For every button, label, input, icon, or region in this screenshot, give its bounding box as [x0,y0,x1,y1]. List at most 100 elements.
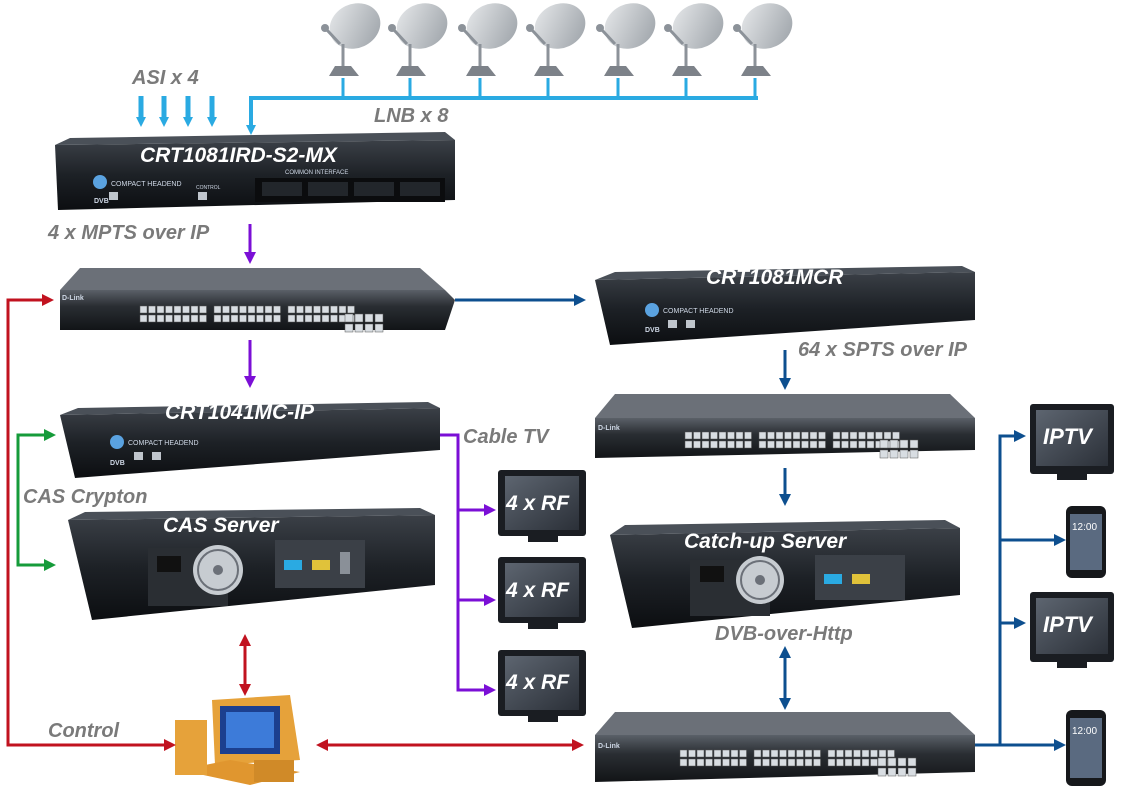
switch-port [870,758,878,767]
switch-port [730,758,739,767]
switch-port [247,305,256,314]
switch-port [889,449,899,459]
switch-port [809,431,818,440]
mc-ip-brand: COMPACT HEADEND [128,440,199,447]
mcr-title: CRT1081MCR [706,266,844,289]
switch-port [364,313,374,323]
switch-port [899,439,909,449]
ird-title: CRT1081IRD-S2-MX [140,144,339,167]
switch-port [801,431,809,440]
lnb-bus [246,78,758,135]
switch-port [853,758,861,767]
switch-port [841,431,849,440]
switch-1-brand: D-Link [62,295,84,302]
iptv-tv-2-label: IPTV [1043,612,1094,637]
mc-ip-title: CRT1041MC-IP [165,401,315,424]
switch-port [770,758,779,767]
switch-port [304,305,313,314]
switch-port [139,305,148,314]
mcr-device: COMPACT HEADEND DVB CRT1081MCR [595,266,975,345]
switch-port [844,749,853,758]
switch-port [230,305,239,314]
switch-port [239,305,247,314]
satellite-dishes [321,3,793,76]
switch-port [909,439,919,449]
switch-port [693,440,701,449]
switch-port [861,758,870,767]
switch-port [273,314,281,323]
switch-2: D-Link [595,394,975,459]
switch-port [744,440,752,449]
switch-port [870,749,878,758]
switch-port [887,749,895,758]
switch-port [230,314,239,323]
switch-port [287,305,296,314]
rf-tv-2-label: 4 x RF [505,579,570,602]
switch-port [775,431,784,440]
switch-port [688,749,696,758]
switch-port [849,440,858,449]
rf-tv-1: 4 x RF [498,470,586,542]
switch-port [679,749,688,758]
switch-port [889,439,899,449]
mcr-dvb-logo: DVB [645,327,660,334]
switch-port [827,749,836,758]
switch-port [767,440,775,449]
switch-port [354,313,364,323]
satellite-dish-icon [596,3,656,76]
switch-port [256,314,264,323]
dvb-http-label: DVB-over-Http [715,623,853,645]
switch-port [887,757,897,767]
switch-port [321,305,330,314]
switch-port [165,314,173,323]
switch-port [892,431,900,440]
switch-port [897,757,907,767]
switch-port [735,431,744,440]
switch-port [899,449,909,459]
satellite-dish-icon [388,3,448,76]
switch-port [199,314,207,323]
switch-port [684,431,693,440]
smartphone-icon: 12:00 [1066,710,1106,786]
switch-port [701,440,710,449]
switch-port [696,749,705,758]
switch-port [718,440,727,449]
switch-port [222,314,230,323]
switch-port [775,440,784,449]
switch-port [722,749,730,758]
satellite-dish-icon [321,3,381,76]
catchup-server-title: Catch-up Server [684,530,848,553]
switch-port [813,749,821,758]
control-label: Control [48,720,120,742]
switch-port [858,431,866,440]
switch-port [156,314,165,323]
switch-port [753,749,762,758]
switch-port [735,440,744,449]
iptv-tv-2: IPTV [1030,592,1114,668]
switch-port [190,305,199,314]
switch-port [374,313,384,323]
switch-port [182,305,190,314]
switch-port [787,758,796,767]
switch-port [710,431,718,440]
switch-port [722,758,730,767]
ird-brand: COMPACT HEADEND [111,181,182,188]
switch-port [739,758,747,767]
iptv-tv-1: IPTV [1030,404,1114,480]
switch-port [718,431,727,440]
satellite-dish-icon [664,3,724,76]
satellite-dish-icon [526,3,586,76]
switch-port [866,431,875,440]
switch-port [849,431,858,440]
switch-port [139,314,148,323]
switch-port [832,440,841,449]
computer-icon [175,695,300,785]
switch-port [853,749,861,758]
switch-port [264,314,273,323]
switch-port [758,431,767,440]
switch-port [909,449,919,459]
switch-port [354,323,364,333]
switch-port [779,749,787,758]
switch-port [182,314,190,323]
switch-port [836,758,844,767]
